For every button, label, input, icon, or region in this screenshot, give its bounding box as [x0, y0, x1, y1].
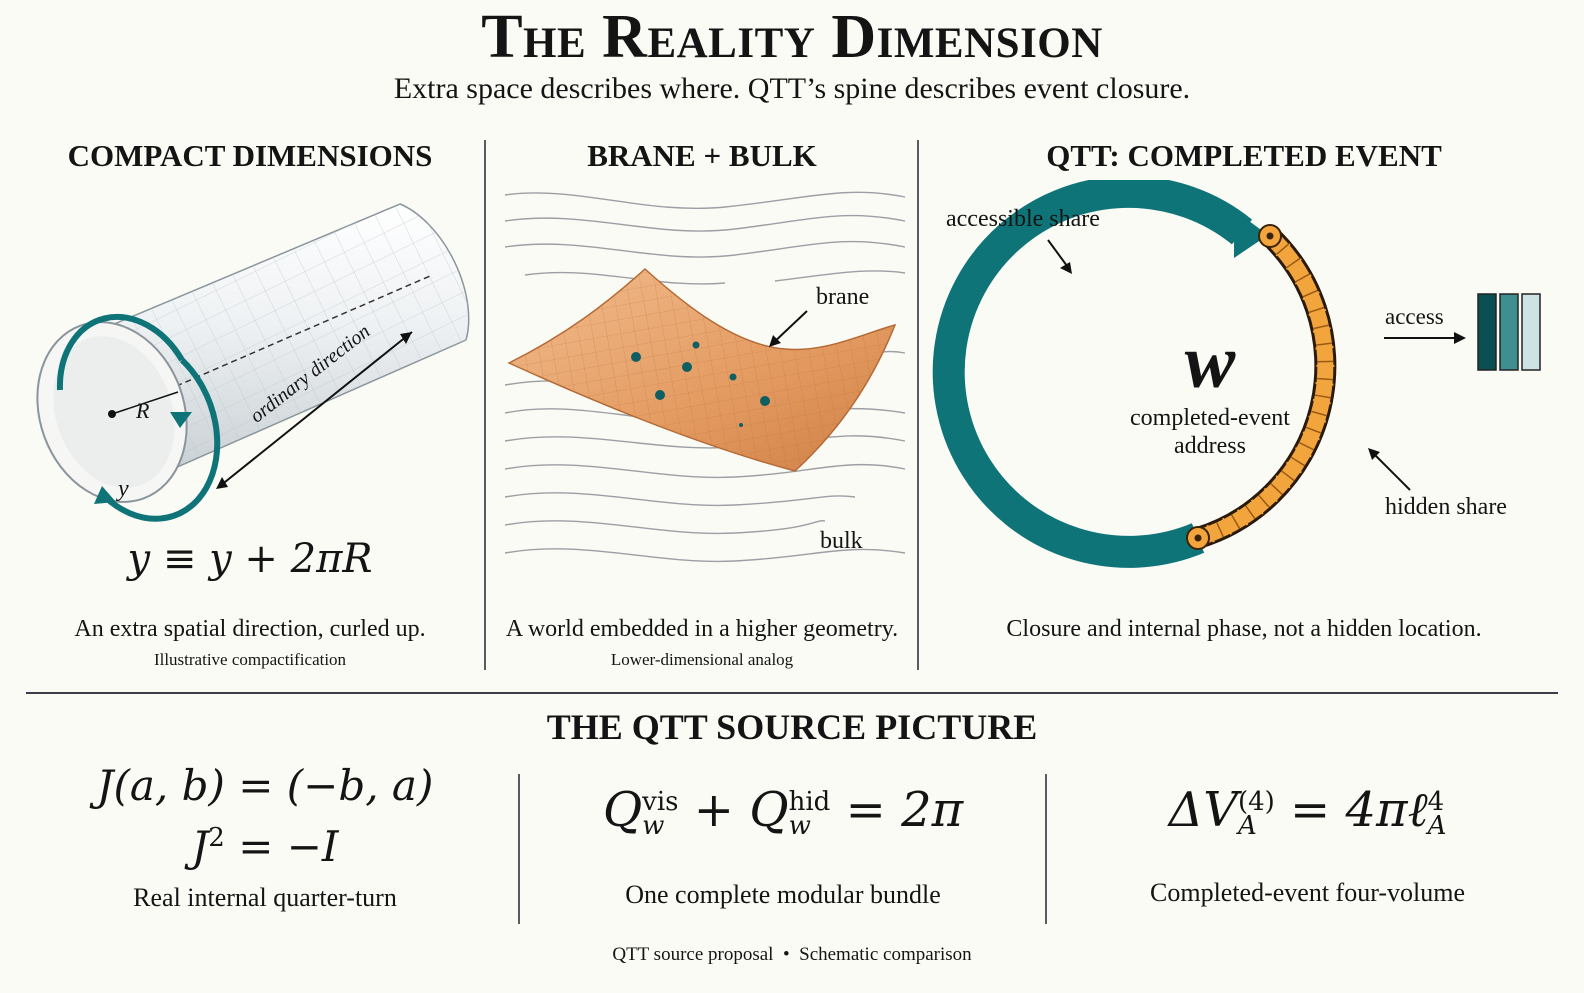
brane-subcaption: Lower-dimensional analog	[610, 650, 794, 669]
completed-event-address-label: completed-event address	[1130, 405, 1290, 459]
source-divider-2	[1045, 774, 1047, 924]
compact-panel-title: COMPACT DIMENSIONS	[67, 138, 433, 173]
completed-event-symbol: w	[1184, 320, 1236, 404]
accessible-share-label: accessible share	[946, 206, 1100, 232]
access-label: access	[1385, 304, 1444, 329]
completed-event-ring-diagram	[932, 180, 1541, 568]
section-divider	[26, 692, 1558, 694]
qtt-panel-title: QTT: COMPLETED EVENT	[1046, 138, 1442, 173]
subtitle: Extra space describes where. QTT’s spine…	[393, 72, 1191, 105]
footer-note: Schematic comparison	[799, 944, 972, 965]
compact-subcaption: Illustrative compactification	[153, 650, 347, 669]
compact-caption: An extra spatial direction, curled up.	[74, 616, 426, 642]
source-divider-1	[518, 774, 520, 924]
y-coordinate-label: y	[118, 476, 129, 502]
source-section-title: THE QTT SOURCE PICTURE	[546, 707, 1038, 747]
main-title: The Reality Dimension	[481, 3, 1103, 71]
brane-bulk-diagram	[504, 191, 906, 563]
qtt-caption: Closure and internal phase, not a hidden…	[1006, 616, 1482, 642]
panel-divider-2	[917, 140, 919, 670]
bulk-label: bulk	[820, 528, 863, 554]
footer-source: QTT source proposal	[612, 944, 774, 965]
compact-equation: y ≡ y + 2πR	[127, 536, 373, 582]
footer-separator: •	[782, 944, 790, 965]
panel-divider-1	[484, 140, 486, 670]
quarter-turn-caption: Real internal quarter-turn	[133, 883, 397, 912]
brane-panel-title: BRANE + BULK	[587, 138, 817, 173]
four-volume-caption: Completed-event four-volume	[1150, 878, 1465, 907]
brane-label: brane	[816, 284, 870, 310]
footer: QTT source proposal • Schematic comparis…	[0, 944, 1584, 966]
quarter-turn-equation: J(a, b) = (−b, a) J2 = −I	[96, 761, 434, 871]
compact-cylinder-diagram	[36, 203, 470, 522]
modular-bundle-caption: One complete modular bundle	[625, 880, 941, 909]
brane-caption: A world embedded in a higher geometry.	[505, 616, 899, 642]
radius-label: R	[136, 398, 150, 423]
hidden-share-label: hidden share	[1385, 494, 1507, 520]
